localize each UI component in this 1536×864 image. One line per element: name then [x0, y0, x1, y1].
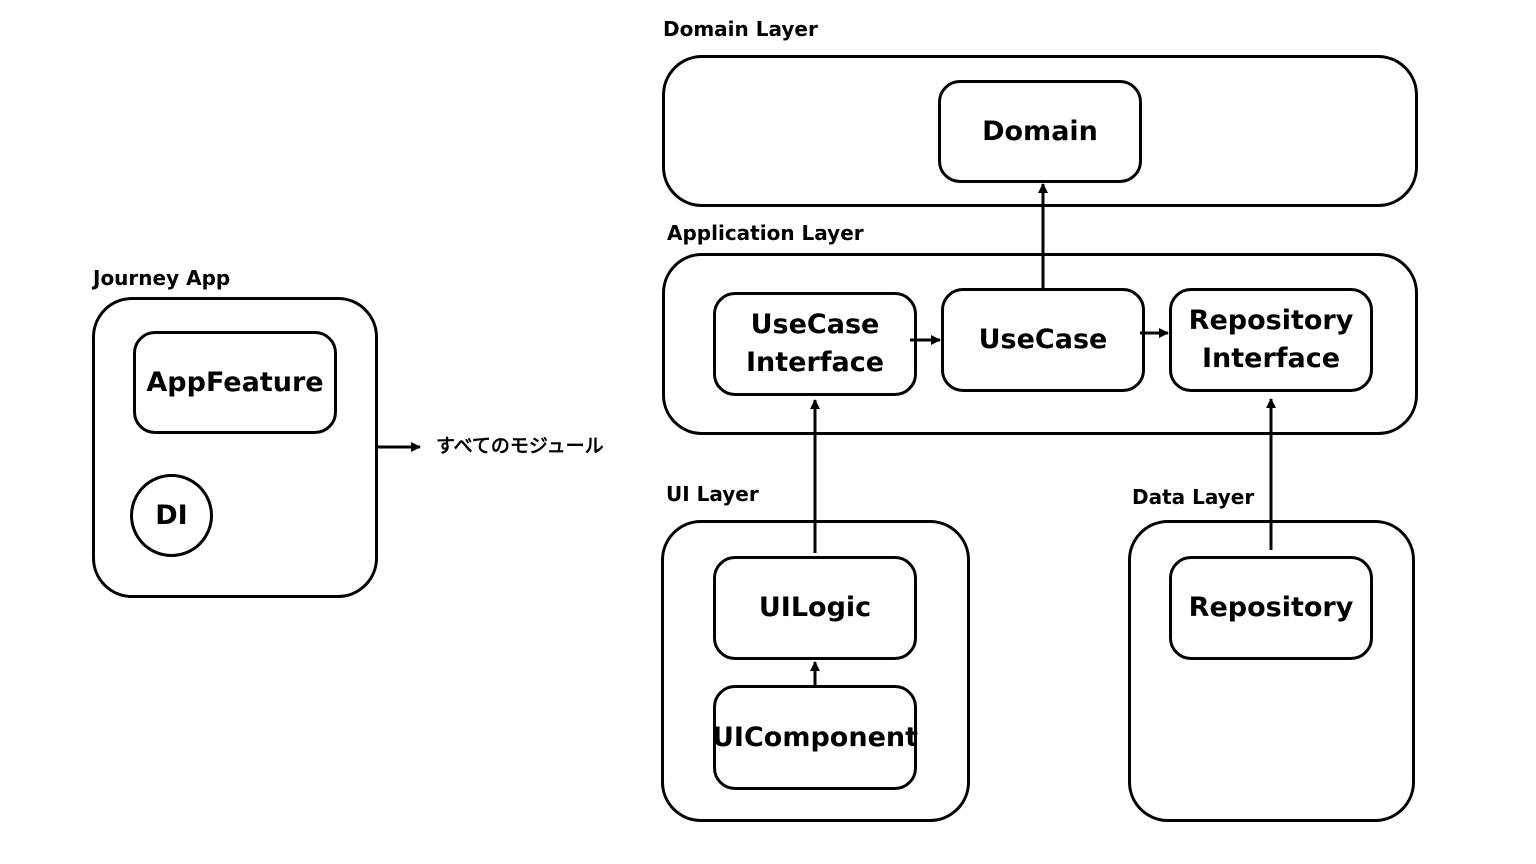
app-feature-module: AppFeature	[133, 331, 337, 434]
usecase-interface-module: UseCase Interface	[713, 292, 917, 396]
application-layer-label: Application Layer	[667, 221, 864, 245]
di-module: DI	[130, 474, 213, 557]
domain-module: Domain	[938, 80, 1142, 183]
domain-layer-label: Domain Layer	[663, 17, 818, 41]
repository-interface-module: Repository Interface	[1169, 288, 1373, 392]
journey-app-label: Journey App	[93, 266, 231, 290]
usecase-module: UseCase	[941, 288, 1145, 392]
ui-layer-label: UI Layer	[666, 482, 759, 506]
ui-logic-module: UILogic	[713, 556, 917, 660]
repository-module: Repository	[1169, 556, 1373, 660]
all-modules-note: すべてのモジュール	[436, 435, 604, 457]
ui-component-module: UIComponent	[712, 685, 918, 790]
data-layer-label: Data Layer	[1132, 485, 1255, 509]
